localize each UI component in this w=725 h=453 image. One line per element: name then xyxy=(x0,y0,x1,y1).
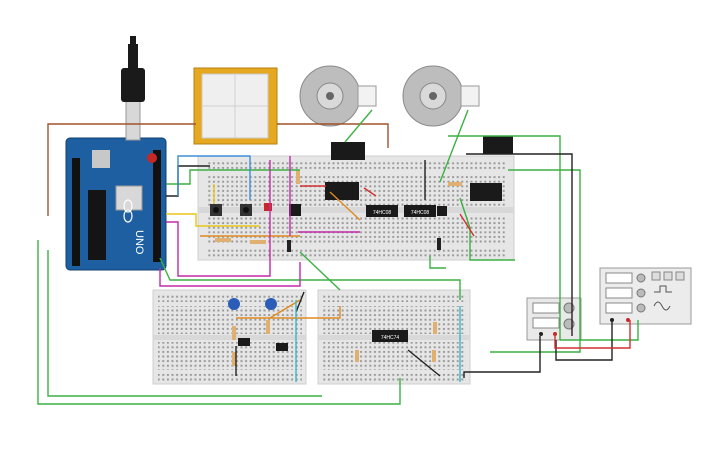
resistor[interactable] xyxy=(355,350,359,362)
potentiometer[interactable] xyxy=(265,298,277,310)
stepper-motor-icon[interactable] xyxy=(299,65,377,127)
relay-driver-icon[interactable] xyxy=(470,183,502,201)
resistor[interactable] xyxy=(232,352,236,366)
resistor[interactable] xyxy=(448,182,462,186)
diode[interactable] xyxy=(287,240,291,252)
diode[interactable] xyxy=(437,238,441,250)
stepper-motor-icon[interactable] xyxy=(402,65,480,127)
arduino-uno-board[interactable]: UNO xyxy=(65,137,167,271)
power-supply-icon[interactable] xyxy=(526,297,582,341)
led[interactable] xyxy=(264,203,272,211)
resistor[interactable] xyxy=(250,240,266,244)
resistor[interactable] xyxy=(433,322,437,334)
resistor[interactable] xyxy=(266,320,270,334)
resistor[interactable] xyxy=(232,326,236,340)
wires[interactable] xyxy=(37,109,639,405)
ic-chip[interactable]: 74HC08 xyxy=(404,205,436,217)
board-name-label: UNO xyxy=(133,230,145,255)
svg-text:74HC08: 74HC08 xyxy=(411,210,430,216)
push-button[interactable] xyxy=(240,204,252,216)
push-button[interactable] xyxy=(210,204,222,216)
transistor[interactable] xyxy=(437,206,447,216)
svg-text:74HC08: 74HC08 xyxy=(373,210,392,216)
ic-chip[interactable]: 74HC08 xyxy=(366,205,398,217)
resistor[interactable] xyxy=(215,238,231,242)
usb-cable[interactable] xyxy=(121,36,145,141)
transistor[interactable] xyxy=(289,204,301,216)
relay-driver-icon[interactable] xyxy=(325,182,359,200)
svg-text:74HC74: 74HC74 xyxy=(381,335,400,341)
transistor[interactable] xyxy=(276,343,288,351)
potentiometer[interactable] xyxy=(228,298,240,310)
resistor[interactable] xyxy=(432,350,436,362)
touchscreen-module[interactable] xyxy=(193,67,278,145)
relay-driver-icon[interactable] xyxy=(483,136,513,154)
function-generator-icon[interactable] xyxy=(599,267,692,325)
ic-chip[interactable]: 74HC74 xyxy=(372,330,408,342)
relay-driver-icon[interactable] xyxy=(331,142,365,160)
transistor[interactable] xyxy=(238,338,250,346)
resistor[interactable] xyxy=(296,170,300,184)
infinity-logo-icon xyxy=(123,199,133,223)
